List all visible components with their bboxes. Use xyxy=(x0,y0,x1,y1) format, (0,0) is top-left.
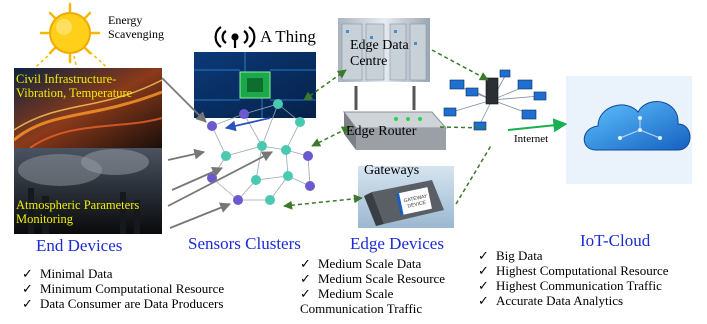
civil-line-1: Civil Infrastructure- xyxy=(16,72,117,86)
sensor-node xyxy=(239,109,249,119)
internet-cloud-arrow xyxy=(507,118,568,133)
sensor-node xyxy=(233,195,243,205)
feature-text: Accurate Data Analytics xyxy=(496,293,624,308)
feature-text: Highest Communication Traffic xyxy=(496,278,662,293)
list-item: ✓ Big Data xyxy=(478,248,669,263)
sensor-node xyxy=(295,117,305,127)
check-icon: ✓ xyxy=(478,278,489,293)
check-icon: ✓ xyxy=(300,271,311,286)
list-item: ✓ Medium Scale Resource xyxy=(300,271,445,286)
edc-line-1: Edge Data xyxy=(350,38,409,53)
chip-arrow xyxy=(224,117,271,132)
civil-infrastructure-label: Civil Infrastructure- Vibration, Tempera… xyxy=(16,72,132,100)
atmo-line-2: Monitoring xyxy=(16,212,73,226)
feature-text: Data Consumer are Data Producers xyxy=(40,296,224,311)
check-icon: ✓ xyxy=(300,256,311,271)
iot-cloud-feature-list: ✓ Big Data ✓ Highest Computational Resourc… xyxy=(478,248,669,308)
heading-sensors-clusters: Sensors Clusters xyxy=(188,234,301,253)
gateway-device-label-2: DEVICE xyxy=(407,200,427,210)
sensor-node xyxy=(265,195,275,205)
internet-network-icon xyxy=(443,69,547,131)
a-thing-label: A Thing xyxy=(260,27,316,46)
feature-text: Minimum Computational Resource xyxy=(40,281,225,296)
heading-edge-devices: Edge Devices xyxy=(350,234,444,253)
edc-line-2: Centre xyxy=(350,54,388,69)
civil-infrastructure-photo xyxy=(13,68,163,149)
check-icon: ✓ xyxy=(478,263,489,278)
sensor-nodes xyxy=(207,99,315,205)
feature-text: Big Data xyxy=(496,248,543,263)
atmospheric-label: Atmospheric Parameters Monitoring xyxy=(16,198,139,226)
sensor-node xyxy=(251,175,261,185)
check-icon: ✓ xyxy=(22,281,33,296)
check-icon: ✓ xyxy=(300,286,311,301)
sensor-node xyxy=(207,121,217,131)
heading-end-devices: End Devices xyxy=(36,236,123,255)
end-devices-feature-list: ✓ Minimal Data ✓ Minimum Computational Res… xyxy=(22,266,224,311)
feature-text: Medium Scale Data xyxy=(318,256,422,271)
atmo-line-1: Atmospheric Parameters xyxy=(16,198,140,212)
edge-router-icon xyxy=(343,86,448,150)
sensor-node xyxy=(273,99,283,109)
sensor-node xyxy=(221,151,231,161)
sensor-node xyxy=(281,145,291,155)
edge-data-centre-label: Edge Data Centre xyxy=(350,38,409,70)
feature-text: Minimal Data xyxy=(40,266,113,281)
iot-chip-icon xyxy=(194,52,316,118)
list-item: ✓ Highest Communication Traffic xyxy=(478,278,669,293)
sensor-node xyxy=(303,151,313,161)
check-icon: ✓ xyxy=(22,266,33,281)
list-item: ✓ Minimum Computational Resource xyxy=(22,281,224,296)
edge-devices-feature-list: ✓ Medium Scale Data ✓ Medium Scale Resourc… xyxy=(300,256,445,316)
check-icon: ✓ xyxy=(22,296,33,311)
atmospheric-photo xyxy=(14,148,162,234)
wireless-signal-icon xyxy=(214,26,256,48)
gateway-device-image: GATEWAY DEVICE xyxy=(358,166,454,228)
internet-label: Internet xyxy=(514,133,549,145)
sensor-node xyxy=(283,171,293,181)
list-item: ✓ Medium Scale Data xyxy=(300,256,445,271)
edge-connectors xyxy=(283,49,493,210)
check-icon: ✓ xyxy=(478,248,489,263)
iot-cloud-icon xyxy=(566,76,692,184)
heading-iot-cloud: IoT-Cloud xyxy=(580,231,651,250)
energy-line-1: Energy xyxy=(108,13,143,27)
list-item: ✓ Data Consumer are Data Producers xyxy=(22,296,224,311)
energy-line-2: Scavenging xyxy=(108,27,164,41)
check-icon: ✓ xyxy=(478,293,489,308)
sensor-node xyxy=(305,181,315,191)
feature-text-continued: Communication Traffic xyxy=(300,301,423,316)
list-item: ✓ Accurate Data Analytics xyxy=(478,293,669,308)
gateway-device-label-1: GATEWAY xyxy=(403,193,428,204)
feature-text: Medium Scale xyxy=(318,286,394,301)
sensor-node xyxy=(257,141,267,151)
gateways-label: Gateways xyxy=(364,163,420,178)
feature-text: Highest Computational Resource xyxy=(496,263,669,278)
end-device-arrows xyxy=(161,77,273,229)
edge-router-label: Edge Router xyxy=(346,124,417,139)
edge-data-centre-image xyxy=(338,18,430,82)
energy-scavenging-label: Energy Scavenging xyxy=(108,13,164,41)
list-item: ✓ Minimal Data xyxy=(22,266,224,281)
sun-icon xyxy=(39,2,101,64)
list-item: ✓ Highest Computational Resource xyxy=(478,263,669,278)
feature-text: Medium Scale Resource xyxy=(318,271,446,286)
civil-line-2: Vibration, Temperature xyxy=(16,86,133,100)
